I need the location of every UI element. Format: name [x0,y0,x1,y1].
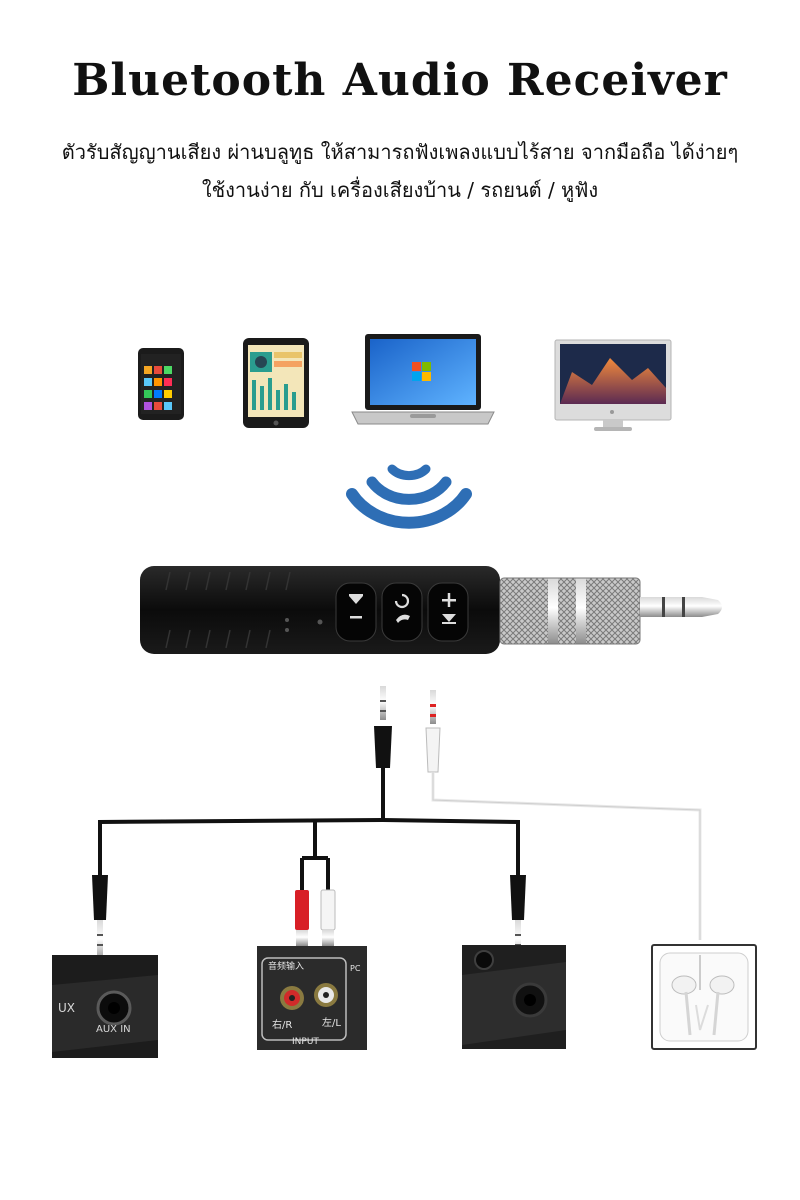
amp-label-right: 右/R [272,1018,292,1031]
car-label-ux: UX [58,1001,75,1015]
plus-next-button[interactable] [427,582,469,642]
phone-icon [138,348,184,420]
aux-cable-diagram [92,686,702,962]
desktop-monitor-icon [554,339,672,431]
bluetooth-receiver-device [140,566,722,654]
laptop-icon [351,334,495,425]
page-title: Bluetooth Audio Receiver [72,55,728,106]
subtitle-line-2: ใช้งานง่าย กับ เครื่องเสียงบ้าน / รถยนต์… [201,178,599,202]
speaker-aux-port-panel [462,945,566,1049]
amplifier-rca-panel: 音频输入 PC 右/R 左/L INPUT [257,946,367,1050]
bluetooth-signal-icon [346,464,472,529]
amp-label-left: 左/L [322,1016,341,1029]
call-play-button[interactable] [381,582,423,642]
amp-label-audio-input: 音频输入 [268,960,304,972]
tablet-icon [243,338,309,428]
amp-label-pc: PC [350,964,361,973]
car-aux-port-panel: UX AUX IN [52,955,158,1058]
amp-label-input: INPUT [292,1037,319,1047]
car-label-aux-in: AUX IN [96,1024,131,1035]
subtitle-line-1: ตัวรับสัญญานเสียง ผ่านบลูทูธ ให้สามารถฟั… [61,140,739,164]
earphones-box [651,944,757,1050]
previous-minus-button[interactable] [335,582,377,642]
